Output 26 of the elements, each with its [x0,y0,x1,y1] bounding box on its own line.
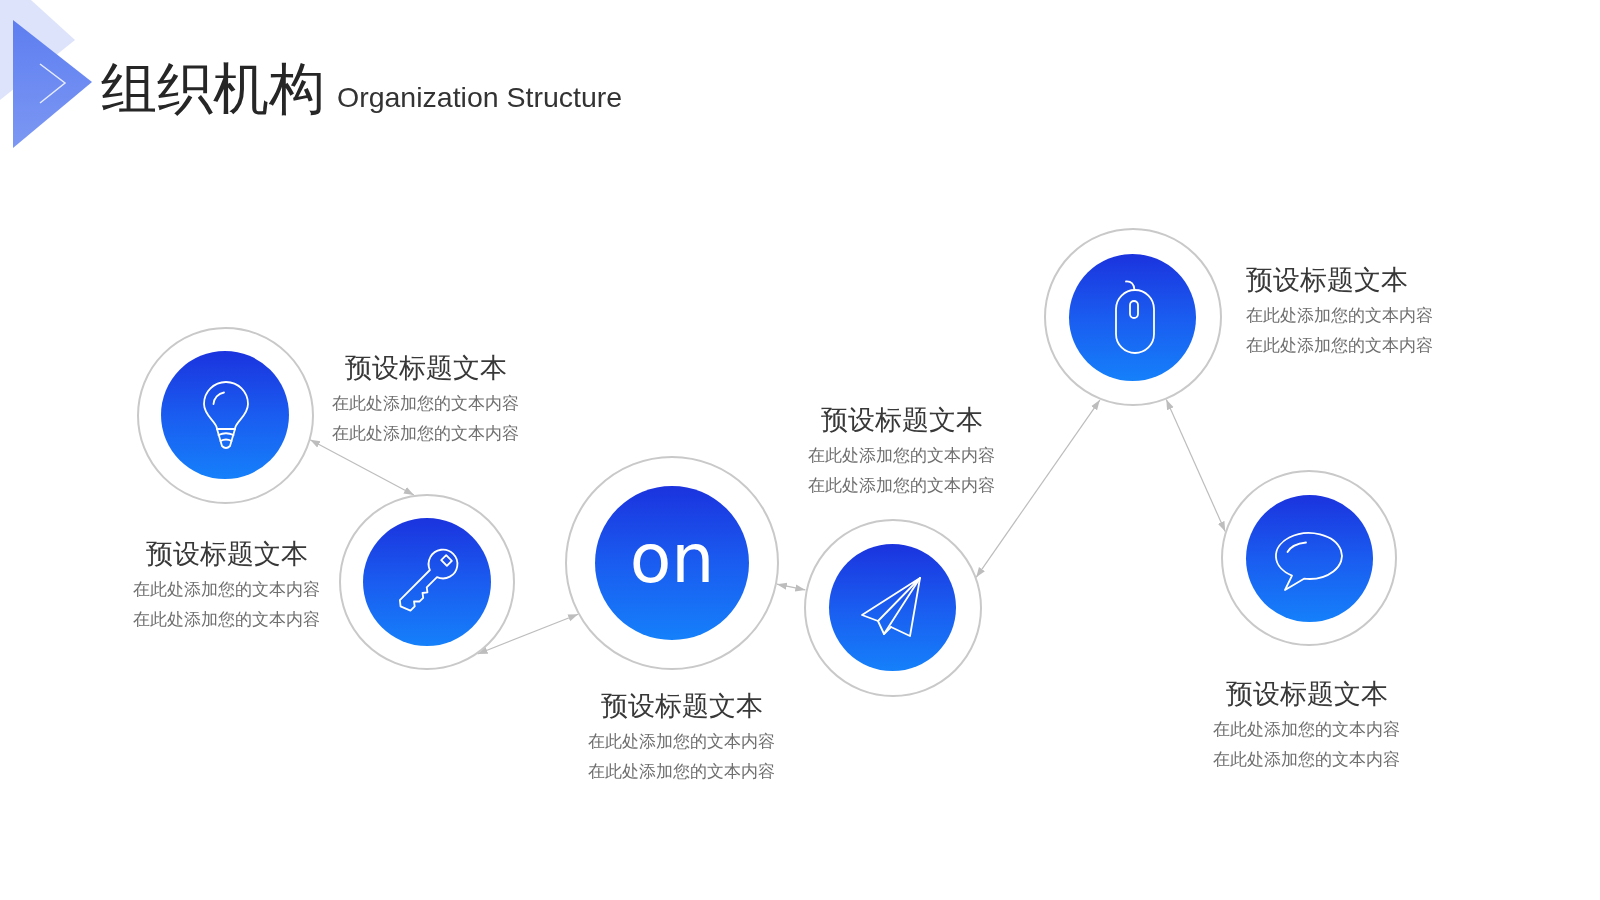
page-title: 组织机构 [101,57,325,121]
double-arrow [1165,399,1226,533]
body-text: 在此处添加您的文本内容 [1213,749,1400,770]
heading-text: 预设标题文本 [145,539,308,569]
body-text: 在此处添加您的文本内容 [808,475,996,496]
body-text: 在此处添加您的文本内容 [808,445,996,466]
body-text: 在此处添加您的文本内容 [332,394,520,415]
body-text: 在此处添加您的文本内容 [1245,335,1433,356]
body-text: 在此处添加您的文本内容 [133,609,321,630]
double-arrow [975,399,1101,578]
body-text: 在此处添加您的文本内容 [133,579,321,600]
double-arrow [776,582,806,592]
body-text: 在此处添加您的文本内容 [588,732,776,752]
heading-text: 预设标题文本 [600,691,763,722]
body-text: 在此处添加您的文本内容 [588,762,776,782]
body-text: 在此处添加您的文本内容 [1213,719,1400,740]
disc-label: on [629,524,715,593]
double-arrow [309,439,415,496]
body-text: 在此处添加您的文本内容 [1245,305,1433,326]
subtitle-text: Organization Structure [337,80,623,113]
heading-text: 预设标题文本 [344,353,507,384]
double-arrow [477,613,579,655]
body-text: 在此处添加您的文本内容 [332,424,520,445]
heading-text: 预设标题文本 [1245,264,1408,295]
heading-text: 预设标题文本 [1225,679,1388,709]
heading-text: 预设标题文本 [820,405,983,435]
